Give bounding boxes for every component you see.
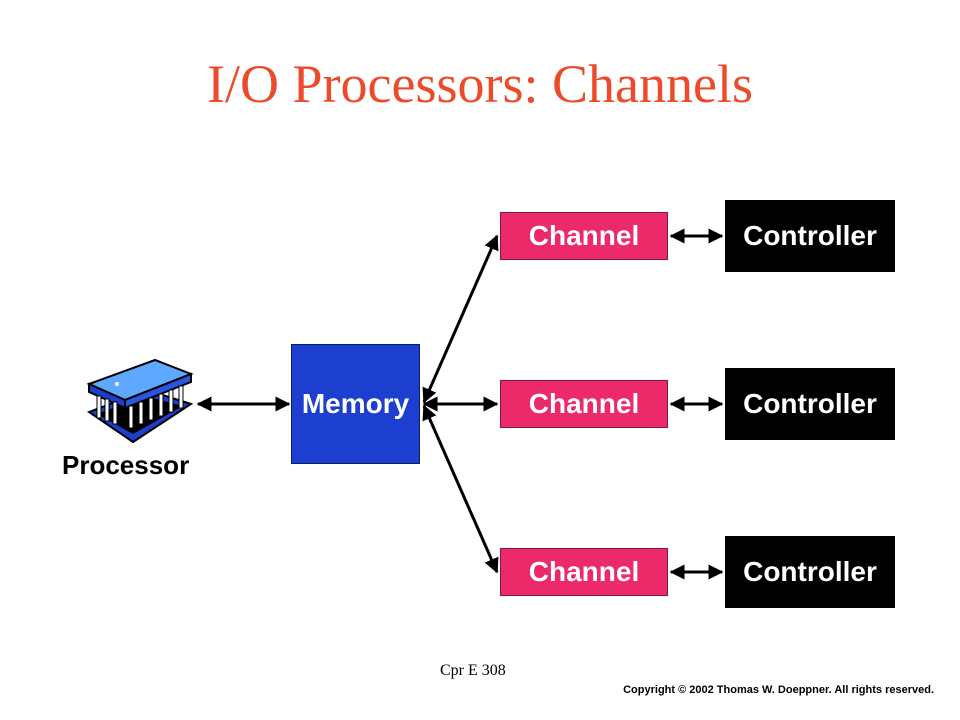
slide-title: I/O Processors: Channels <box>207 54 753 114</box>
memory-box: Memory <box>291 344 420 464</box>
channel-label: Channel <box>528 220 640 251</box>
course-footer: Cpr E 308 <box>440 662 506 679</box>
controller-box-1: Controller <box>725 200 895 272</box>
controller-label: Controller <box>743 388 877 419</box>
controller-box-3: Controller <box>725 536 895 608</box>
memory-label: Memory <box>301 388 410 419</box>
channel-label: Channel <box>528 556 640 587</box>
controller-label: Controller <box>743 220 877 251</box>
copyright-notice: Copyright © 2002 Thomas W. Doeppner. All… <box>623 684 934 696</box>
controller-box-2: Controller <box>725 368 895 440</box>
memory-channel-1-arrow <box>422 234 499 404</box>
channel-label: Channel <box>528 388 640 419</box>
processor-label: Processor <box>62 450 190 480</box>
chip-icon <box>86 358 194 444</box>
controller-label: Controller <box>743 556 877 587</box>
channel-box-3: Channel <box>500 548 668 596</box>
channel-box-1: Channel <box>500 212 668 260</box>
channel-box-2: Channel <box>500 380 668 428</box>
memory-channel-3-arrow <box>422 404 499 574</box>
